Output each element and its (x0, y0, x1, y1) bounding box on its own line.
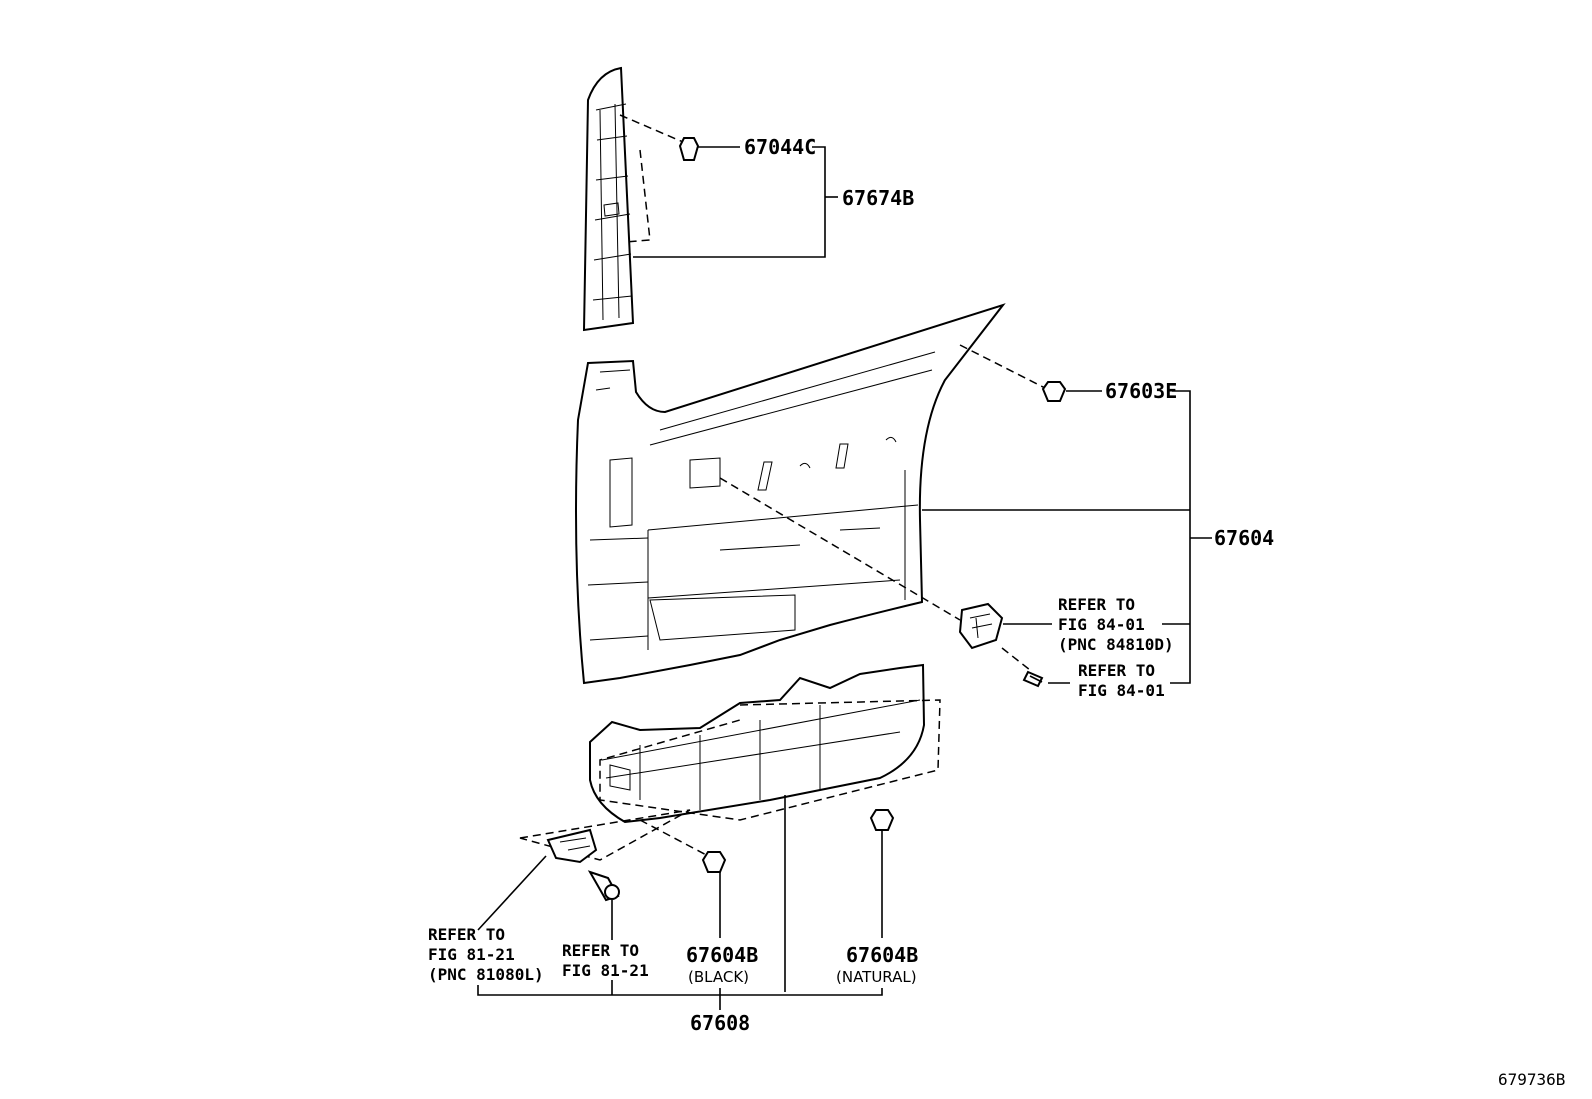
ref-fig8121-pnc-line3: (PNC 81080L) (428, 965, 544, 984)
ref-fig8121-line1: REFER TO (562, 941, 639, 960)
bracket-part-icon (546, 828, 598, 864)
figure-id: 679736B (1498, 1070, 1565, 1089)
clip-67603e-icon (1041, 381, 1067, 402)
note-natural: (NATURAL) (836, 968, 917, 986)
ref-fig8401-pnc-line3: (PNC 84810D) (1058, 635, 1174, 654)
ref-fig8401-line2: FIG 84-01 (1078, 681, 1165, 700)
label-67604b-black: 67604B (686, 943, 758, 967)
label-67603e: 67603E (1105, 379, 1177, 403)
door-trim-panel-part (575, 303, 1006, 685)
clip-67044c-icon (678, 137, 700, 161)
pillar-clip-dashed-box (619, 114, 691, 243)
screw-icon (1022, 670, 1044, 688)
note-black: (BLACK) (688, 968, 749, 986)
screw-81-21-icon (587, 870, 620, 902)
ref-fig8121-line2: FIG 81-21 (562, 961, 649, 980)
clip-natural-icon (869, 809, 895, 831)
ref-fig8121-pnc-line1: REFER TO (428, 925, 505, 944)
ref-fig8401-line1: REFER TO (1078, 661, 1155, 680)
label-67608: 67608 (690, 1011, 750, 1035)
pillar-garnish-part (582, 66, 635, 332)
ref-fig8401-pnc-line1: REFER TO (1058, 595, 1135, 614)
clip-black-icon (701, 851, 727, 873)
label-67604: 67604 (1214, 526, 1274, 550)
ref-fig8121-pnc-line2: FIG 81-21 (428, 945, 515, 964)
label-67044c: 67044C (744, 135, 816, 159)
label-67674b: 67674B (842, 186, 914, 210)
label-67604b-natural: 67604B (846, 943, 918, 967)
ref-fig8401-pnc-line2: FIG 84-01 (1058, 615, 1145, 634)
handle-bezel-icon (958, 602, 1004, 650)
lower-trim-part (589, 663, 926, 824)
